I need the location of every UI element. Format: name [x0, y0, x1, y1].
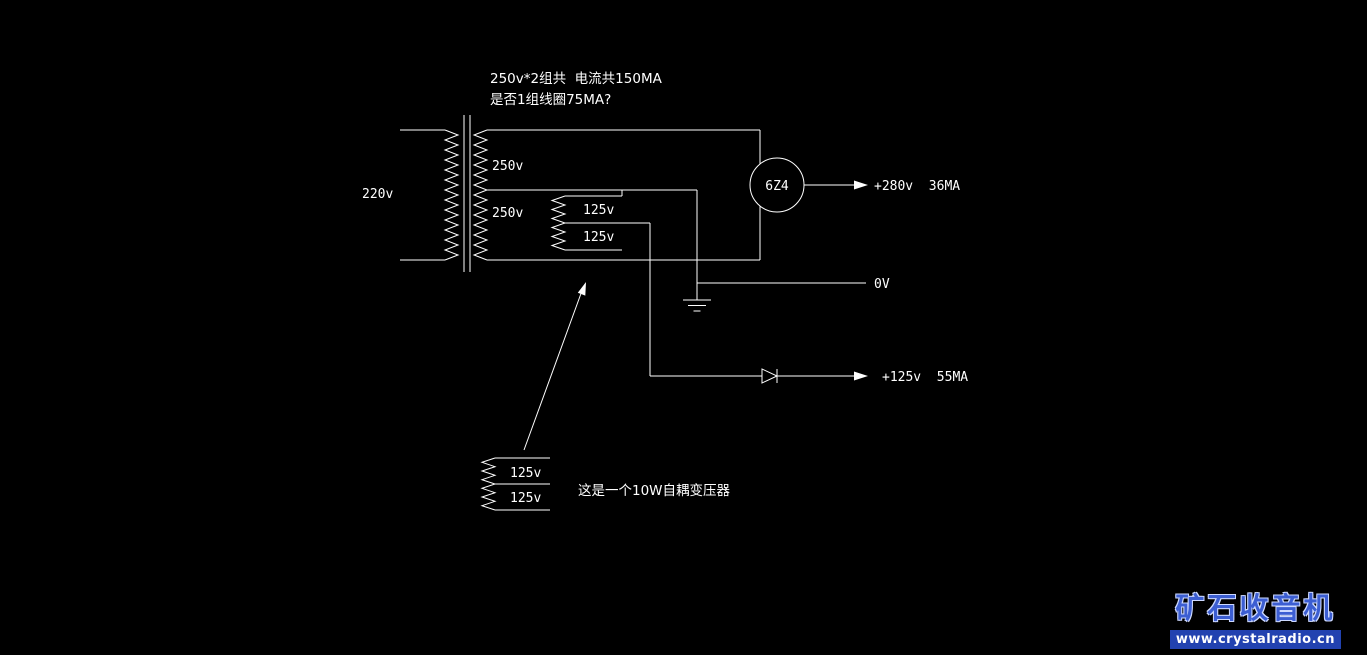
note-winding-question: 是否1组线圈75MA?	[490, 92, 611, 108]
rectifier-6z4	[749, 130, 868, 260]
diode-icon	[761, 368, 779, 384]
watermark-site-url: www.crystalradio.cn	[1169, 630, 1341, 649]
auto-coil	[480, 457, 497, 511]
aux-leads	[565, 190, 650, 251]
secondary-coil	[472, 129, 489, 261]
autotransformer	[480, 457, 550, 511]
auto-winding2-label: 125v	[510, 491, 541, 506]
lv-output-label: +125v 55MA	[882, 370, 968, 385]
zero-volt-label: 0V	[874, 277, 890, 292]
primary-leads	[400, 129, 445, 261]
ground-symbol	[683, 299, 711, 312]
hv-output-label: +280v 36MA	[874, 179, 960, 194]
watermark-site-name: 矿石收音机	[1175, 591, 1336, 625]
tube-label: 6Z4	[765, 179, 789, 194]
auto-winding1-label: 125v	[510, 466, 541, 481]
ground-branch	[683, 190, 866, 312]
lv-arrowhead	[854, 371, 868, 381]
lv-rectifier-branch	[649, 223, 868, 384]
secondary-winding2-label: 250v	[492, 206, 523, 221]
aux-coil	[550, 195, 567, 251]
primary-coil	[443, 129, 460, 261]
autotransformer-note: 这是一个10W自耦变压器	[578, 482, 731, 499]
lv-wire	[649, 223, 762, 377]
power-transformer	[400, 115, 760, 272]
pointer-arrowhead	[577, 282, 586, 296]
aux-winding-125v	[550, 190, 650, 251]
aux-winding1-label: 125v	[583, 203, 614, 218]
core-lines	[463, 115, 471, 272]
hv-arrowhead	[854, 180, 868, 190]
pointer-line	[523, 287, 584, 451]
secondary-winding1-label: 250v	[492, 159, 523, 174]
watermark: 矿石收音机 www.crystalradio.cn	[1169, 585, 1341, 649]
primary-voltage-label: 220v	[362, 187, 393, 202]
pointer-arrow	[523, 282, 586, 451]
aux-winding2-label: 125v	[583, 230, 614, 245]
auto-leads	[495, 457, 550, 511]
note-winding-spec: 250v*2组共 电流共150MA	[490, 71, 663, 87]
